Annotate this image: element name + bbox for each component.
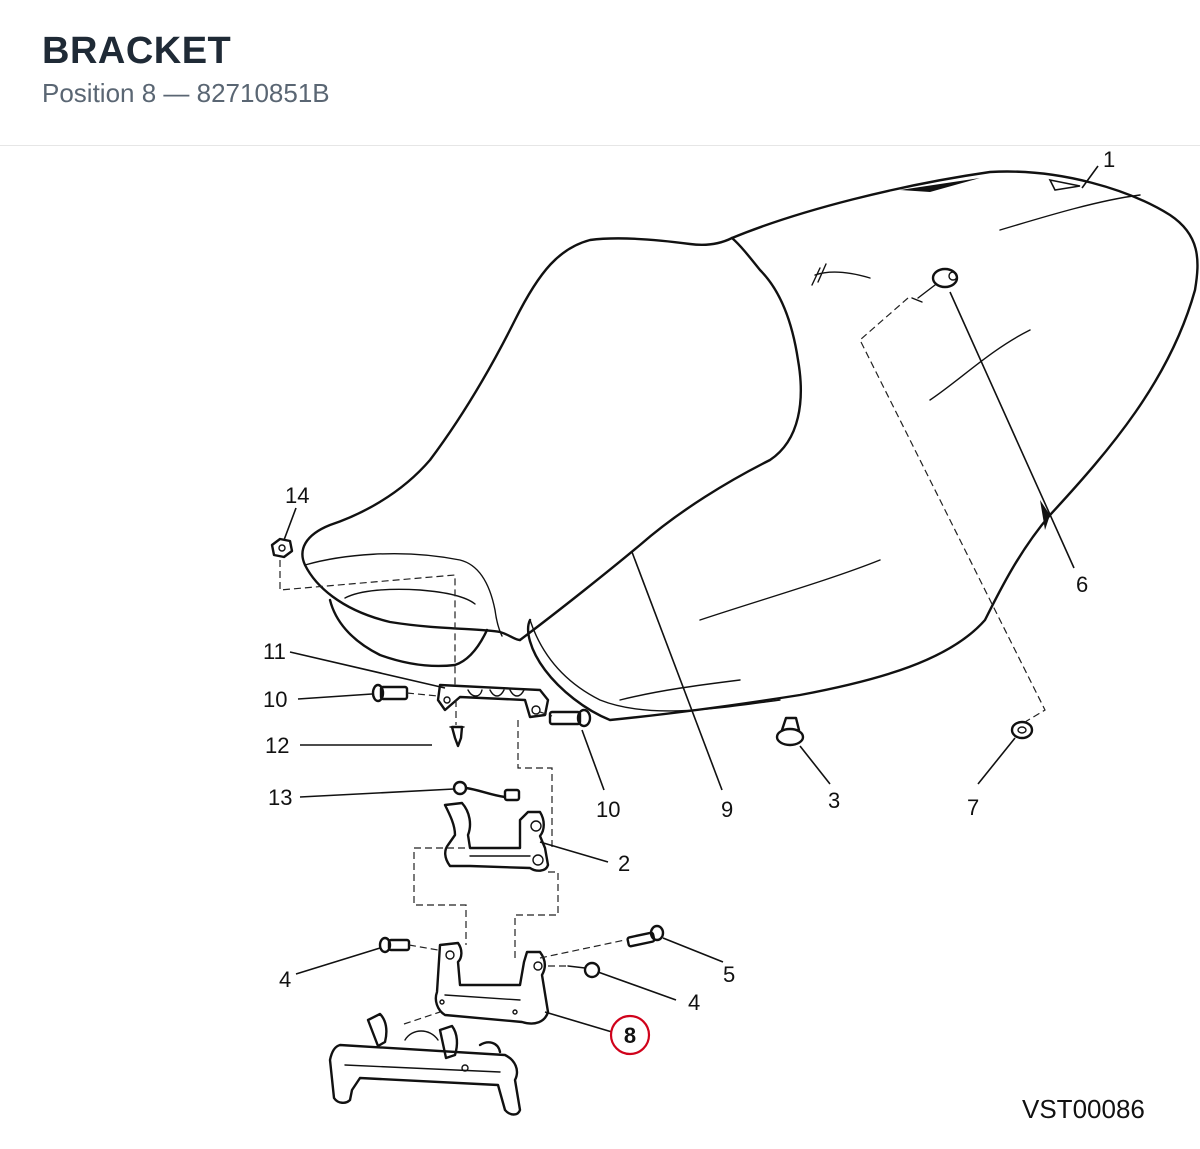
callout-5: 5 — [723, 962, 735, 987]
part-4-left-drawing — [378, 936, 411, 954]
leader-lines — [283, 165, 1099, 1033]
base-frame-drawing — [328, 1012, 522, 1116]
callout-8: 8 — [624, 1023, 636, 1048]
callout-10-right: 10 — [596, 797, 620, 822]
part-5-drawing — [626, 924, 665, 948]
callout-3: 3 — [828, 788, 840, 813]
callout-6: 6 — [1076, 572, 1088, 597]
page-header: BRACKET Position 8 — 82710851B — [0, 0, 1200, 146]
assembly-guides — [279, 297, 1046, 1025]
part-7-drawing — [1010, 720, 1034, 740]
part-10-right-drawing — [548, 708, 592, 728]
part-8-bracket-drawing — [434, 941, 550, 1025]
callout-9: 9 — [721, 797, 733, 822]
callout-11: 11 — [263, 639, 286, 664]
part-2-drawing — [443, 801, 550, 872]
part-6-drawing — [911, 267, 959, 303]
callout-2: 2 — [618, 851, 630, 876]
part-11-drawing — [436, 683, 550, 719]
callout-8-highlight[interactable]: 8 — [609, 1014, 651, 1056]
part-12-drawing — [449, 725, 465, 748]
highlight-ring — [609, 1014, 651, 1056]
part-3-drawing — [775, 716, 805, 747]
callout-1: 1 — [1103, 147, 1115, 172]
callout-10-left: 10 — [263, 687, 287, 712]
part-14-drawing — [270, 537, 294, 559]
callout-13: 13 — [268, 785, 292, 810]
part-4-right-drawing — [567, 961, 601, 979]
seat-drawing — [301, 170, 1199, 722]
callout-12: 12 — [265, 733, 289, 758]
page-title: BRACKET — [42, 30, 232, 72]
page-subtitle: Position 8 — 82710851B — [42, 78, 330, 108]
callout-7: 7 — [967, 795, 979, 820]
callout-4-left: 4 — [279, 967, 291, 992]
part-13-drawing — [452, 780, 521, 802]
part-10-left-drawing — [371, 683, 409, 703]
callout-4-right: 4 — [688, 990, 700, 1015]
callout-14: 14 — [285, 483, 309, 508]
drawing-reference-code: VST00086 — [1022, 1094, 1145, 1124]
